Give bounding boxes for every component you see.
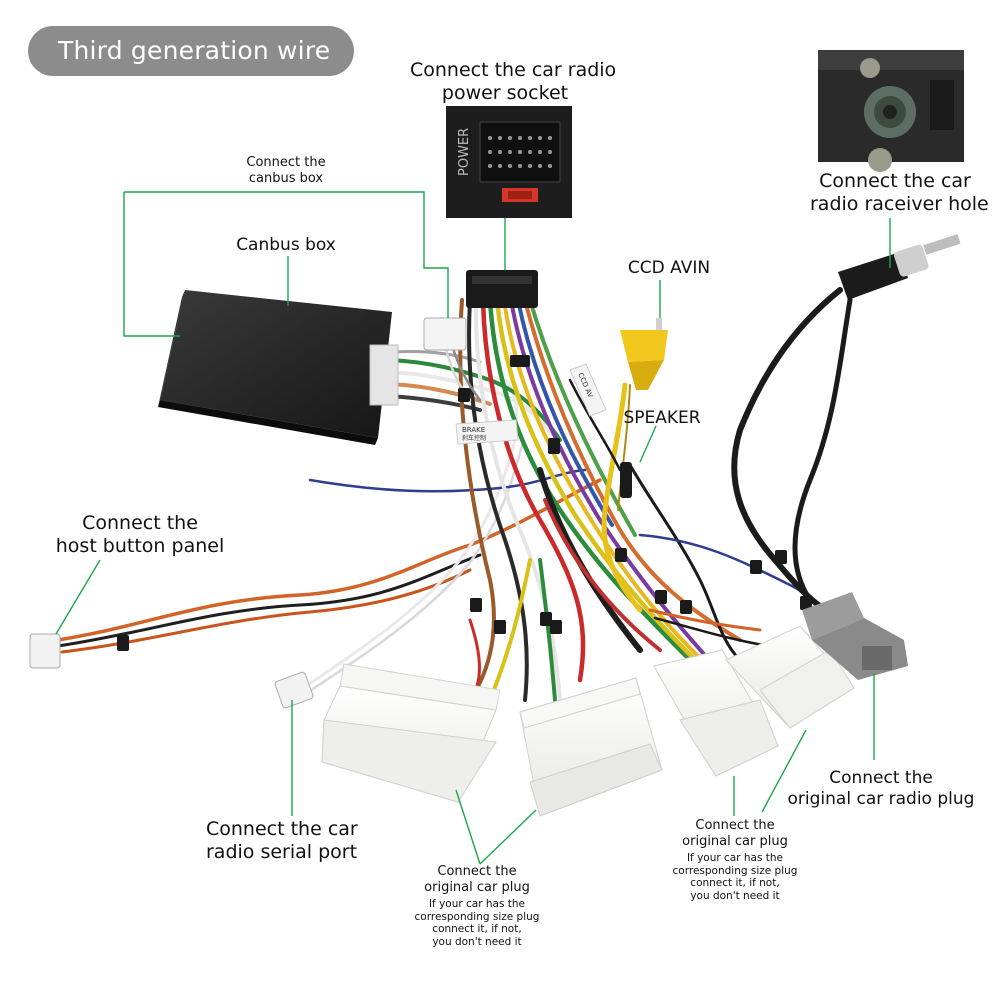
header-title-pill: Third generation wire — [28, 26, 354, 76]
antenna-plug — [838, 234, 961, 300]
orig-plug-mid-note-4: you don't need it — [690, 889, 780, 902]
orig-plug-left-note-3: connect it, if not, — [432, 923, 522, 935]
ccd-avin-label: CCD AVIN — [627, 258, 711, 278]
original-car-radio-plug-label: Connect the original car radio plug — [784, 768, 978, 810]
orig-plug-mid-line1: Connect the — [695, 818, 775, 833]
power-socket-label-line1: Connect the car radio — [410, 59, 617, 81]
brake-tag-label: BRAKE — [462, 426, 485, 434]
canbus-connect-label: Connect the canbus box — [234, 155, 338, 187]
brake-tag-sublabel: 刹车控制 — [462, 434, 486, 442]
canbus-connect-label-line2: canbus box — [248, 171, 324, 186]
ccd-tag — [569, 363, 607, 417]
original-car-plug-small — [653, 649, 779, 777]
original-car-plug-twin — [725, 625, 855, 729]
canbus-box-illustration — [158, 290, 399, 445]
leader-lines — [55, 191, 891, 865]
power-socket-label-line2: power socket — [441, 82, 569, 104]
orig-radio-plug-line2: original car radio plug — [787, 789, 975, 809]
host-button-panel-label: Connect the host button panel — [50, 512, 230, 558]
receiver-hole-label-line2: radio raceiver hole — [810, 193, 989, 215]
orig-radio-plug-line1: Connect the — [829, 768, 933, 788]
orig-plug-mid-note-1: If your car has the — [686, 852, 784, 864]
original-car-plug-large — [321, 663, 501, 803]
brake-tag — [455, 419, 519, 445]
serial-port-label: Connect the car radio serial port — [206, 818, 382, 864]
orig-plug-mid-line2: original car plug — [682, 834, 788, 849]
serial-port-label-line2: radio serial port — [206, 841, 358, 863]
orig-plug-mid-note-2: corresponding size plug — [672, 864, 798, 877]
canbus-connector-plug — [423, 317, 467, 351]
rca-plug — [620, 318, 668, 390]
host-button-label-line2: host button panel — [55, 535, 225, 557]
orig-plug-left-note: If your car has the corresponding size p… — [402, 898, 552, 948]
speaker-label: SPEAKER — [623, 408, 701, 428]
orig-plug-mid-note-3: connect it, if not, — [690, 877, 780, 889]
orig-plug-left-note-4: you don't need it — [432, 935, 522, 948]
orig-plug-left-line1: Connect the — [437, 864, 517, 879]
serial-port-connector — [274, 671, 314, 709]
power-connector — [466, 270, 538, 308]
original-radio-plug-grey — [802, 592, 908, 680]
original-car-plug-left-label: Connect the original car plug If your ca… — [402, 864, 552, 948]
orig-plug-mid-note: If your car has the corresponding size p… — [660, 852, 810, 902]
cable-ties — [117, 355, 812, 699]
power-photo-label: POWER — [457, 128, 472, 176]
canbus-box-label: Canbus box — [236, 235, 336, 255]
receiver-hole-photo — [818, 50, 964, 172]
canbus-connect-label-line1: Connect the — [246, 155, 326, 170]
original-car-plug-medium — [519, 677, 663, 817]
orig-plug-left-note-2: corresponding size plug — [414, 910, 540, 923]
host-button-connector — [29, 633, 61, 669]
receiver-hole-label-line1: Connect the car — [819, 170, 971, 192]
receiver-hole-label: Connect the car radio raceiver hole — [810, 170, 989, 216]
orig-plug-left-note-1: If your car has the — [428, 898, 526, 910]
serial-port-label-line1: Connect the car — [206, 818, 358, 840]
host-button-label-line1: Connect the — [82, 512, 198, 534]
power-socket-label: Connect the car radio power socket — [410, 59, 617, 105]
orig-plug-left-line2: original car plug — [424, 880, 530, 895]
power-socket-photo — [446, 106, 572, 218]
original-car-plug-mid-label: Connect the original car plug If your ca… — [660, 818, 810, 902]
